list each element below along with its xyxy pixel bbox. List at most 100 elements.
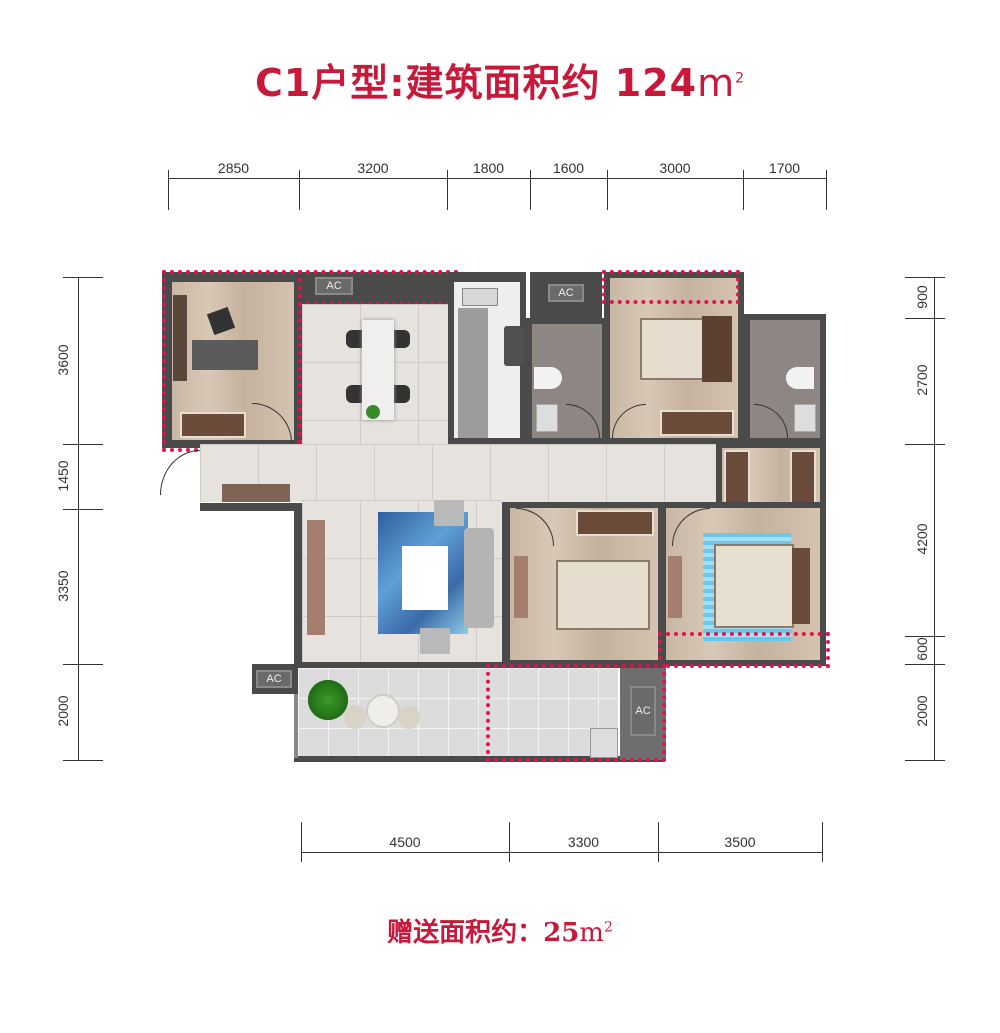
tick: [63, 444, 103, 445]
study-wardrobe: [180, 412, 246, 438]
bookshelf: [173, 295, 187, 381]
title-text: C1户型:建筑面积约 124: [254, 61, 698, 105]
headboard: [792, 548, 810, 624]
tick: [905, 636, 945, 637]
tick: [822, 822, 823, 862]
plan-title: C1户型:建筑面积约 124m2: [0, 52, 1000, 107]
tick: [63, 760, 103, 761]
tick: [905, 444, 945, 445]
dimension-line: [301, 852, 822, 853]
balcony-chair: [398, 705, 420, 729]
toilet: [534, 367, 562, 389]
ac-unit: AC: [256, 670, 292, 688]
bonus-area-outline: [162, 270, 302, 452]
bonus-unit-sup: 2: [603, 919, 613, 936]
balcony-bottom-wall: [294, 756, 664, 762]
bonus-area-outline: [486, 664, 666, 762]
balcony-railing: [294, 668, 298, 758]
tv-stand: [307, 520, 325, 635]
dim-label: 3500: [724, 834, 756, 850]
stove: [504, 326, 524, 366]
wall: [200, 503, 302, 511]
bonus-area-label: 赠送面积约：25m2: [0, 912, 1000, 949]
wardrobe: [790, 450, 816, 512]
desk: [192, 340, 258, 370]
armchair: [420, 628, 450, 654]
tick: [299, 170, 300, 210]
sofa: [464, 528, 494, 628]
tick: [905, 664, 945, 665]
kitchen-counter: [458, 308, 488, 438]
kitchen-sink: [462, 288, 498, 306]
balcony-top-wall: [294, 662, 666, 668]
bonus-unit: m: [579, 918, 604, 948]
dim-label: 1800: [472, 160, 505, 176]
bonus-area-outline: [298, 270, 458, 306]
bonus-area-outline: [602, 270, 740, 304]
dim-label: 1450: [55, 460, 71, 492]
dim-label: 4200: [914, 523, 930, 555]
tick: [607, 170, 608, 210]
washbasin: [794, 404, 816, 432]
tick: [743, 170, 744, 210]
toilet: [786, 367, 814, 389]
dim-label: 4500: [389, 834, 421, 850]
dim-label: 3300: [567, 834, 600, 850]
title-unit: m: [697, 61, 736, 105]
wall: [294, 503, 302, 665]
tv-stand: [514, 556, 528, 618]
tick: [905, 277, 945, 278]
dimension-line: [168, 178, 826, 179]
tick: [63, 664, 103, 665]
dining-table: [362, 320, 394, 420]
dim-label: 3600: [55, 344, 71, 376]
dim-label: 900: [914, 285, 930, 309]
dimension-line: [78, 277, 79, 760]
washbasin: [536, 404, 558, 432]
tick: [905, 760, 945, 761]
entry-door: [160, 450, 200, 495]
tick: [826, 170, 827, 210]
armchair: [434, 500, 464, 526]
dim-label: 2700: [914, 364, 930, 396]
ac-unit: AC: [630, 686, 656, 736]
bed: [556, 560, 650, 630]
coffee-table: [402, 546, 448, 610]
potted-plant: [308, 680, 348, 720]
bonus-area-outline: [658, 632, 830, 668]
tick: [301, 822, 302, 862]
bonus-text: 赠送面积约：25: [387, 918, 580, 948]
dim-label: 3200: [357, 160, 389, 176]
ac-unit: AC: [548, 284, 584, 302]
dim-label: 2850: [217, 160, 250, 176]
tick: [447, 170, 448, 210]
bed: [640, 318, 704, 380]
wardrobe: [724, 450, 750, 512]
entry-cabinet: [222, 484, 290, 502]
dim-label: 2000: [55, 695, 71, 727]
bed: [714, 544, 794, 628]
plant: [366, 405, 380, 419]
tick: [63, 509, 103, 510]
dim-label: 3350: [55, 570, 71, 602]
washing-machine: [590, 728, 618, 758]
dim-label: 1700: [768, 160, 801, 176]
balcony-chair: [344, 705, 366, 729]
tick: [530, 170, 531, 210]
dim-label: 3000: [659, 160, 691, 176]
dim-label: 2000: [914, 695, 930, 727]
dimension-line: [934, 277, 935, 760]
dim-label: 1600: [552, 160, 585, 176]
tick: [658, 822, 659, 862]
tick: [63, 277, 103, 278]
tv-stand: [668, 556, 682, 618]
dim-label: 600: [914, 637, 930, 661]
wardrobe: [576, 510, 654, 536]
tick: [509, 822, 510, 862]
title-unit-sup: 2: [735, 70, 746, 87]
balcony-table: [366, 694, 400, 728]
wardrobe: [660, 410, 734, 436]
ac-unit: AC: [315, 277, 353, 295]
tick: [168, 170, 169, 210]
headboard: [702, 316, 732, 382]
